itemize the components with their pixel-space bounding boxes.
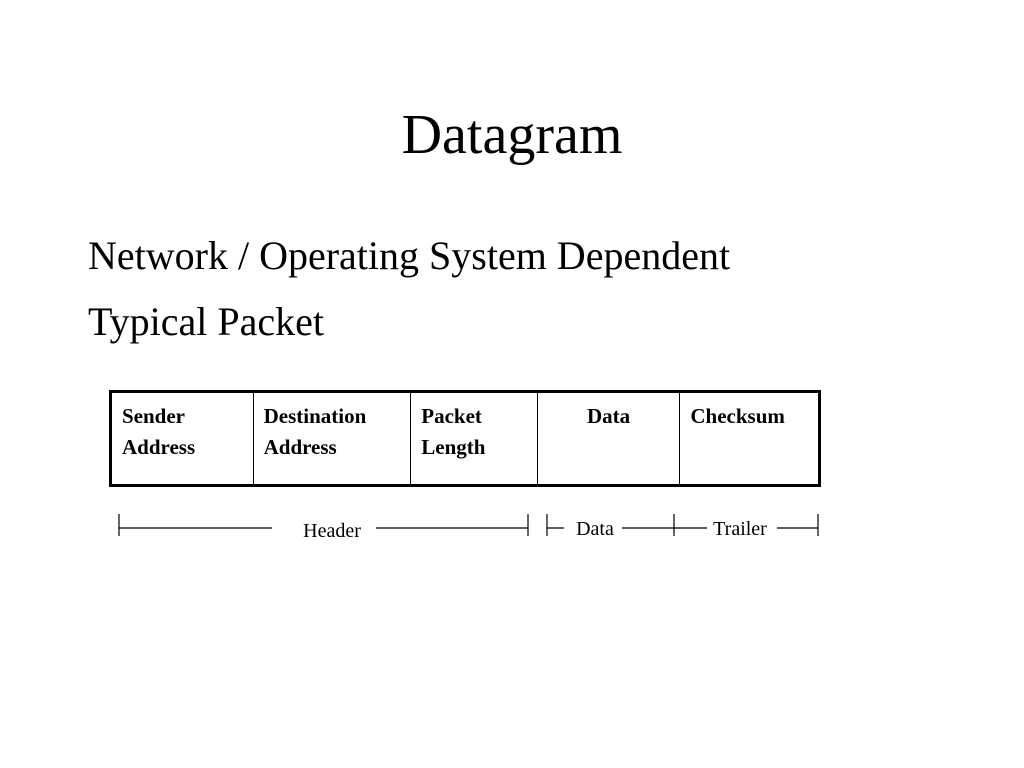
data-bracket-label: Data <box>576 518 614 540</box>
trailer-bracket: Trailer <box>674 514 819 540</box>
field-data: Data <box>536 391 681 486</box>
bullet-typical-packet: Typical Packet <box>88 299 324 344</box>
bullet-network-os: Network / Operating System Dependent <box>88 233 731 278</box>
field-packet-length: Packet Length <box>410 391 538 486</box>
header-bracket-label: Header <box>303 520 361 542</box>
field-sender-address: Sender Address <box>110 391 254 486</box>
packet-structure-table: Sender Address Destination Address Packe… <box>109 390 821 487</box>
header-bracket: Header <box>118 514 529 542</box>
data-bracket: Data <box>546 514 675 540</box>
trailer-bracket-label: Trailer <box>713 518 767 540</box>
slide-title: Datagram <box>401 104 623 166</box>
packet-fields-row: Sender Address Destination Address Packe… <box>110 391 820 486</box>
field-checksum: Checksum <box>679 391 820 486</box>
segment-brackets: Header Data Trailer <box>118 514 819 542</box>
field-destination-address: Destination Address <box>252 391 412 486</box>
